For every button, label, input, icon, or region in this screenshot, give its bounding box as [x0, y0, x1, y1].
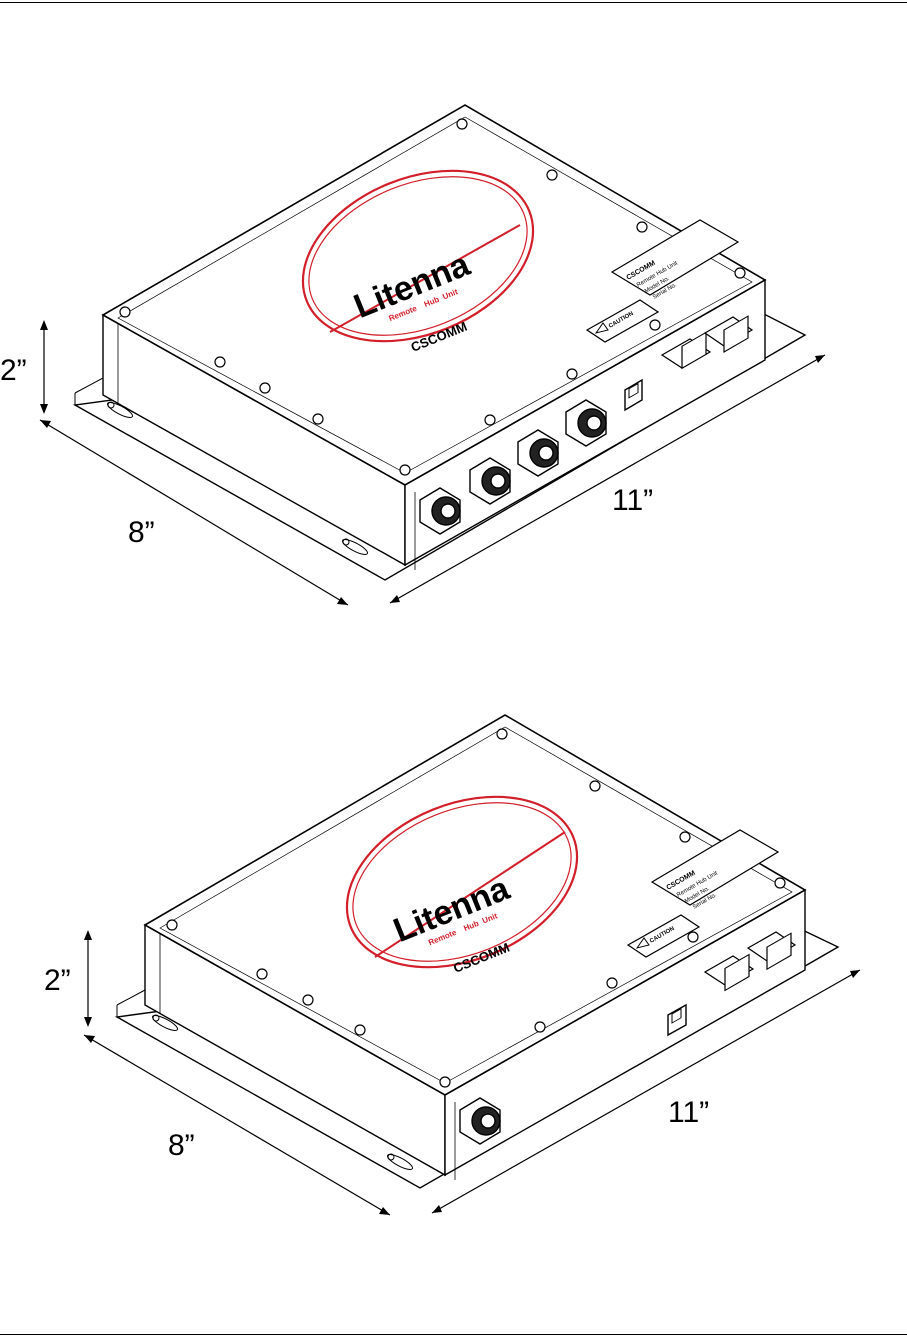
bottom-rule: [0, 1334, 907, 1335]
device-drawing-1-port: Litenna Remote Hub Unit CSCOMM CSCOMM Re…: [0, 700, 907, 1230]
depth-dimension-label: 8”: [168, 1129, 195, 1162]
depth-dimension-label: 8”: [128, 516, 155, 549]
length-dimension-label: 11”: [668, 1096, 709, 1129]
height-dimension-arrow: [84, 930, 92, 1027]
length-dimension-label: 11”: [612, 484, 653, 517]
top-rule: [0, 2, 907, 3]
height-dimension-label: 2”: [0, 354, 27, 387]
height-dimension-arrow: [40, 320, 48, 414]
device-drawing-4-ports: Litenna Remote Hub Unit CSCOMM CSCOMM Re…: [0, 90, 907, 620]
height-dimension-label: 2”: [44, 964, 71, 997]
